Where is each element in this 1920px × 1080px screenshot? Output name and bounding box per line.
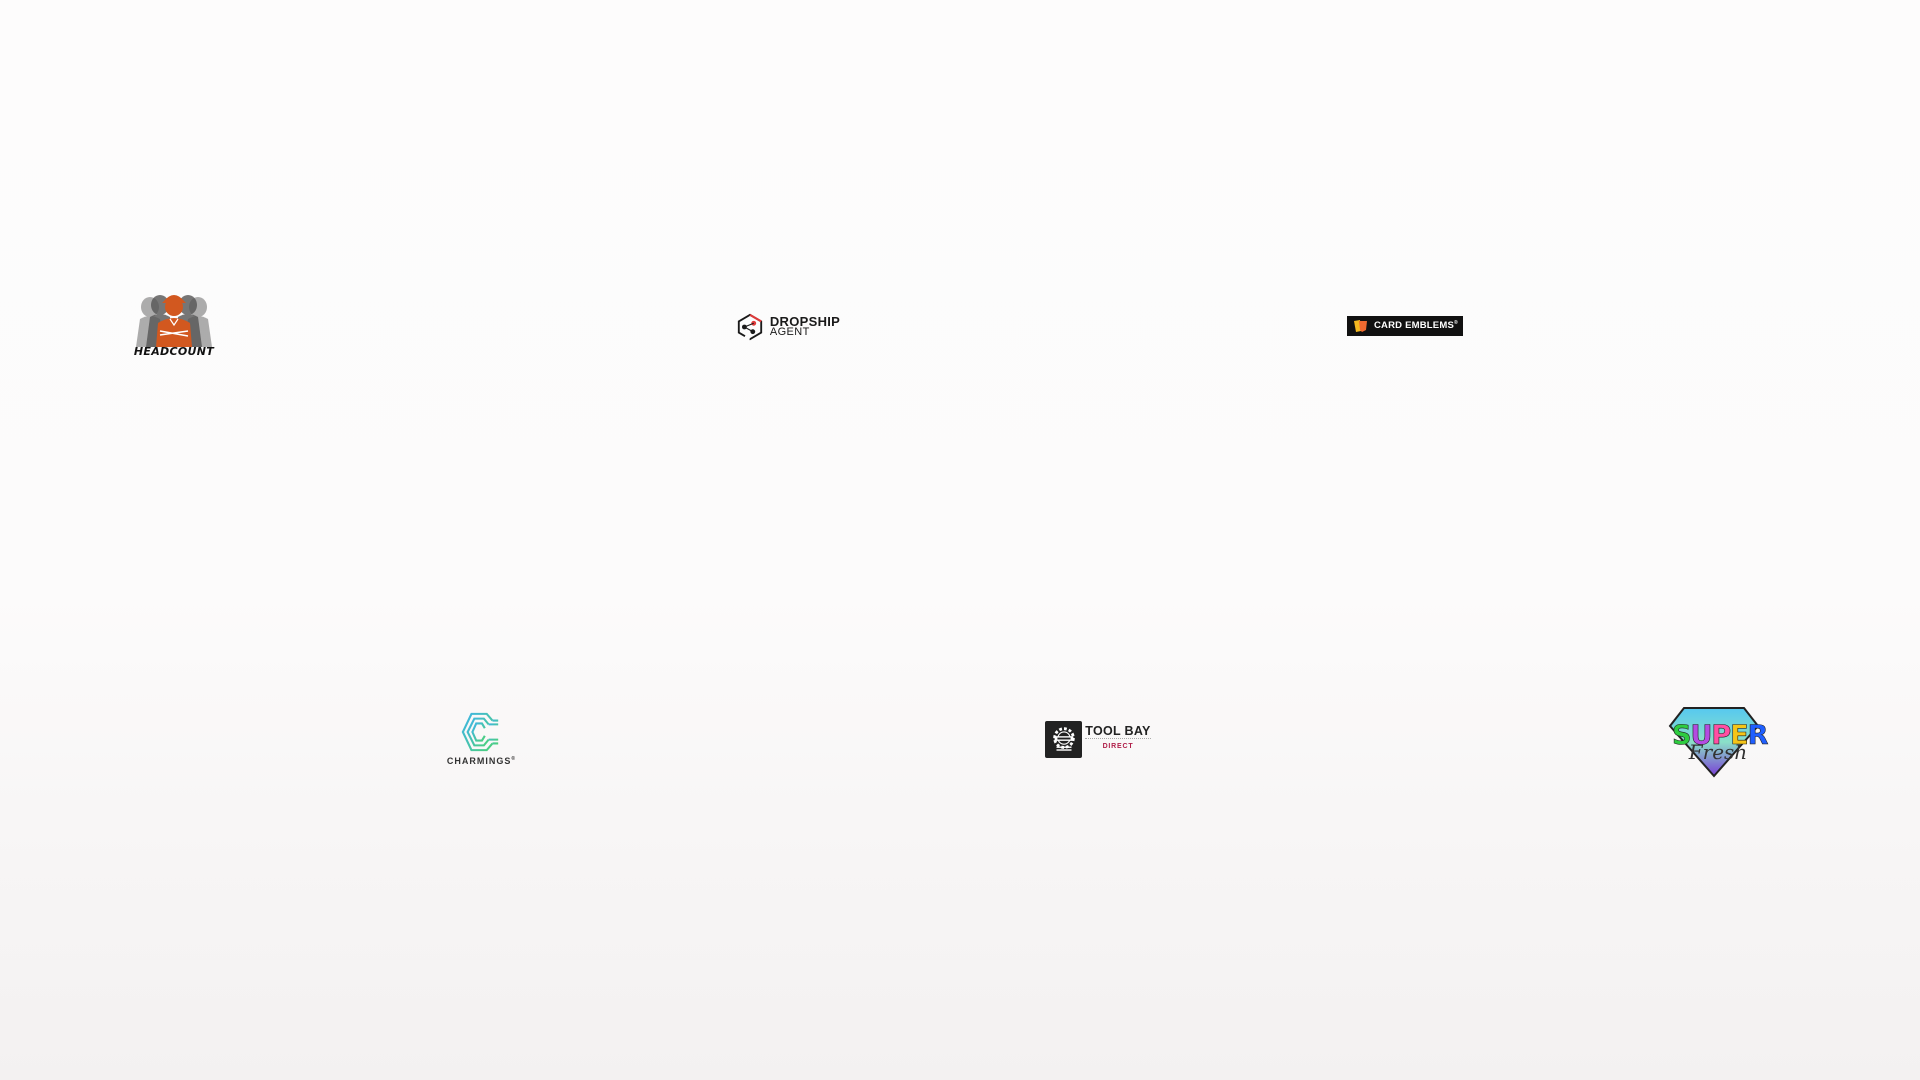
dropship-subtitle: AGENT <box>769 326 810 338</box>
dropship-title: DROPSHIP <box>769 314 841 329</box>
tool-bay-title: TOOL BAY <box>1085 724 1151 739</box>
tool-bay-subtitle: DIRECT <box>1102 743 1134 750</box>
super-fresh-wordmark: SUPER <box>1672 720 1769 752</box>
charmings-wordmark: CHARMINGS® <box>446 755 516 766</box>
card-emblems-cards-icon <box>1354 320 1367 332</box>
super-fresh-diamond-icon <box>1668 707 1760 778</box>
logo-charmings: CHARMINGS® <box>436 706 526 770</box>
card-emblems-wordmark: CARD EMBLEMS® <box>1374 320 1458 332</box>
headcount-wordmark: HEADCOUNT <box>133 344 215 358</box>
dropship-hexagon-icon <box>737 313 762 341</box>
super-fresh-script: Fresh <box>1688 740 1748 764</box>
tool-bay-gear-icon <box>1045 720 1083 758</box>
logo-headcount: HEADCOUNT <box>130 284 218 362</box>
logo-super-fresh: SUPER Fresh <box>1668 706 1769 778</box>
headcount-worker-icon <box>136 294 212 347</box>
charmings-hexagon-c-icon <box>461 712 499 751</box>
logo-card-emblems: CARD EMBLEMS® <box>1347 316 1463 336</box>
logo-dropship-agent: DROPSHIP AGENT <box>732 310 844 344</box>
logo-tool-bay-direct: TOOL BAY DIRECT <box>1044 720 1152 758</box>
